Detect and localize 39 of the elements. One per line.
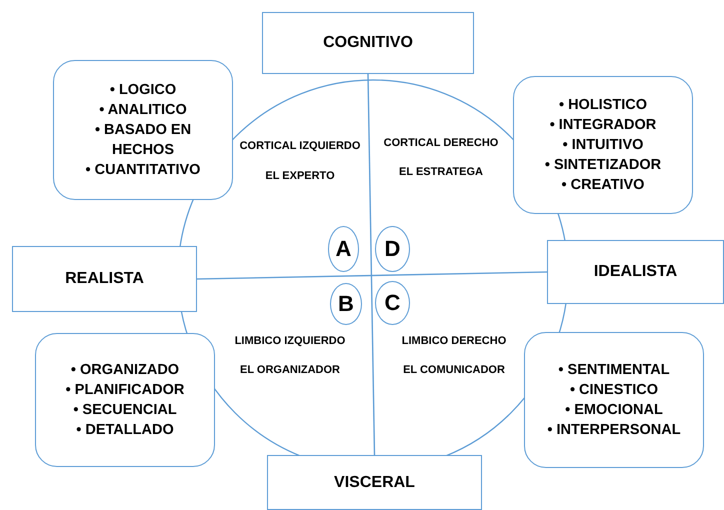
trait-item: • HOLISTICO xyxy=(558,96,648,115)
quadrant-label: EL ORGANIZADOR xyxy=(240,364,340,376)
quadrant-label: LIMBICO DERECHO xyxy=(402,335,506,347)
quadrant-label: CORTICAL DERECHO xyxy=(384,137,498,149)
trait-item: • CINESTICO xyxy=(568,381,660,400)
dimension-box: VISCERAL xyxy=(267,455,482,510)
trait-item: • SECUENCIAL xyxy=(72,401,178,420)
trait-item: • PLANIFICADOR xyxy=(66,381,184,400)
trait-item: • INTUITIVO xyxy=(562,136,644,155)
quadrant-letter: D xyxy=(375,226,410,272)
trait-card xyxy=(513,76,693,214)
trait-item: • CUANTITATIVO xyxy=(84,161,202,180)
trait-item: • ORGANIZADO xyxy=(70,361,180,380)
trait-item: • SINTETIZADOR xyxy=(544,156,662,175)
trait-item: • SENTIMENTAL xyxy=(557,361,671,380)
trait-item: • LOGICO xyxy=(108,81,178,100)
trait-item: • CREATIVO xyxy=(560,176,646,195)
quadrant-label: EL COMUNICADOR xyxy=(403,364,505,376)
trait-item: • ANALITICO xyxy=(98,101,188,120)
trait-item: • DETALLADO xyxy=(75,421,175,440)
trait-card xyxy=(35,333,215,467)
trait-item: • INTEGRADOR xyxy=(548,116,658,135)
trait-card xyxy=(524,332,704,468)
trait-card xyxy=(53,60,233,200)
trait-item: • EMOCIONAL xyxy=(564,401,664,420)
connector-line xyxy=(196,271,548,280)
dimension-box: REALISTA xyxy=(12,246,197,312)
quadrant-letter: B xyxy=(330,283,362,325)
quadrant-label: EL ESTRATEGA xyxy=(399,166,483,178)
quadrant-label: LIMBICO IZQUIERDO xyxy=(234,335,346,347)
quadrant-label: EL EXPERTO xyxy=(265,170,335,182)
quadrant-label: CORTICAL IZQUIERDO xyxy=(240,140,360,152)
quadrant-letter: A xyxy=(328,226,359,272)
trait-item: • INTERPERSONAL xyxy=(547,421,681,440)
quadrant-letter: C xyxy=(375,281,410,325)
dimension-box: COGNITIVO xyxy=(262,12,474,74)
connector-line xyxy=(367,74,376,456)
trait-item: • BASADO EN HECHOS xyxy=(94,121,192,160)
dimension-box: IDEALISTA xyxy=(547,240,724,304)
